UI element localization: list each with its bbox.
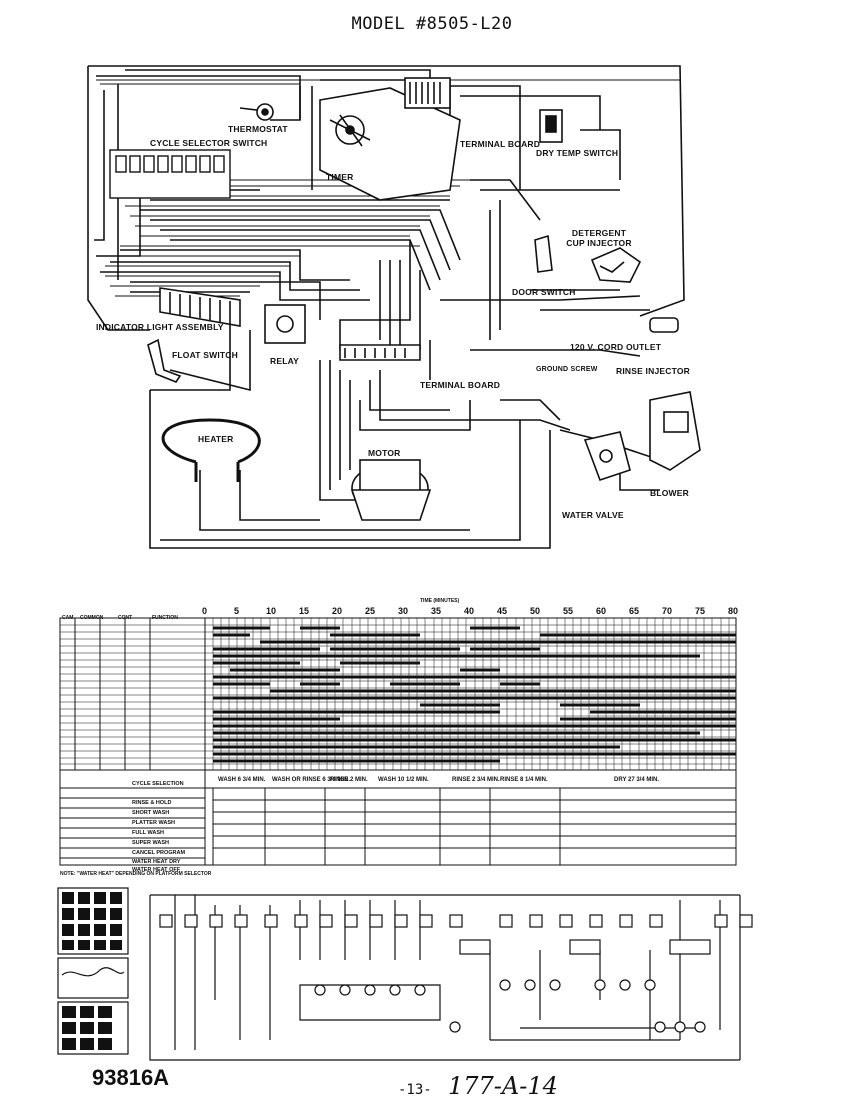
time-tick: 80 xyxy=(728,606,739,616)
segment-label: WASH 10 1/2 MIN. xyxy=(378,777,429,783)
cycle-label: SUPER WASH xyxy=(132,840,169,846)
time-tick: 30 xyxy=(398,606,409,616)
time-tick: 25 xyxy=(365,606,376,616)
time-tick: 10 xyxy=(266,606,277,616)
float-switch-label: FLOAT SWITCH xyxy=(172,350,238,360)
rinse-injector-label: RINSE INJECTOR xyxy=(616,366,690,376)
cycle-label: SHORT WASH xyxy=(132,810,170,816)
detergent-cup-injector-label: DETERGENT CUP INJECTOR xyxy=(566,228,632,248)
time-tick: 40 xyxy=(464,606,475,616)
door-switch-label: DOOR SWITCH xyxy=(512,287,576,297)
page-title: MODEL #8505-L20 xyxy=(351,14,513,34)
page-number: -13- xyxy=(398,1082,432,1098)
time-tick: 65 xyxy=(629,606,640,616)
ground-screw-label: GROUND SCREW xyxy=(536,366,598,373)
time-tick: 5 xyxy=(234,606,240,616)
cycle-label: CANCEL PROGRAM xyxy=(132,850,186,856)
cycle-selection-label: CYCLE SELECTION xyxy=(132,781,184,787)
segment-label: RINSE 8 1/4 MIN. xyxy=(500,777,548,783)
cycle-label: PLATTER WASH xyxy=(132,820,175,826)
segment-label: DRY 27 3/4 MIN. xyxy=(614,777,660,783)
cycle-selector-switch-label: CYCLE SELECTOR SWITCH xyxy=(150,138,268,148)
time-tick: 15 xyxy=(299,606,310,616)
heater-label: HEATER xyxy=(198,434,234,444)
cycle-label: WATER HEAT OFF xyxy=(132,867,181,873)
cycle-label: WATER HEAT DRY xyxy=(132,859,181,865)
time-tick: 60 xyxy=(596,606,607,616)
time-tick: 50 xyxy=(530,606,541,616)
water-valve-label: WATER VALVE xyxy=(562,510,624,520)
footer-note: NOTE: "WATER HEAT" DEPENDING ON PLATFORM… xyxy=(60,871,212,877)
time-axis-label: TIME (MINUTES) xyxy=(420,598,460,604)
time-tick: 75 xyxy=(695,606,706,616)
column-header-common: COMMON xyxy=(80,615,104,621)
time-tick: 45 xyxy=(497,606,508,616)
column-header-cam: CAM xyxy=(62,615,74,621)
time-tick: 20 xyxy=(332,606,343,616)
time-tick: 35 xyxy=(431,606,442,616)
time-tick: 55 xyxy=(563,606,574,616)
part-number: 93816A xyxy=(92,1065,170,1090)
indicator-light-assembly-label: INDICATOR LIGHT ASSEMBLY xyxy=(96,322,224,332)
column-header-function: FUNCTION xyxy=(152,615,178,621)
cord-outlet-label: 120 V. CORD OUTLET xyxy=(570,342,662,352)
segment-label: RINSE 2 3/4 MIN. xyxy=(452,777,500,783)
thermostat-label: THERMOSTAT xyxy=(228,124,288,134)
motor-label: MOTOR xyxy=(368,448,401,458)
segment-label: WASH OR RINSE 6 3/4 MIN. xyxy=(272,777,351,783)
dry-temp-switch-label: DRY TEMP SWITCH xyxy=(536,148,619,158)
timer-label: TIMER xyxy=(326,172,354,182)
cycle-label: RINSE & HOLD xyxy=(132,800,172,806)
column-header-cont: CONT xyxy=(118,615,133,621)
handwritten-code: 177-A-14 xyxy=(448,1072,558,1100)
terminal-board-top-label: TERMINAL BOARD xyxy=(460,139,541,149)
blower-label: BLOWER xyxy=(650,488,689,498)
terminal-board-bottom-label: TERMINAL BOARD xyxy=(420,380,501,390)
relay-label: RELAY xyxy=(270,356,300,366)
segment-label: WASH 6 3/4 MIN. xyxy=(218,777,266,783)
segment-label: RINSE 2 MIN. xyxy=(330,777,368,783)
time-tick: 0 xyxy=(202,606,208,616)
cycle-label: FULL WASH xyxy=(132,830,164,836)
time-tick: 70 xyxy=(662,606,673,616)
